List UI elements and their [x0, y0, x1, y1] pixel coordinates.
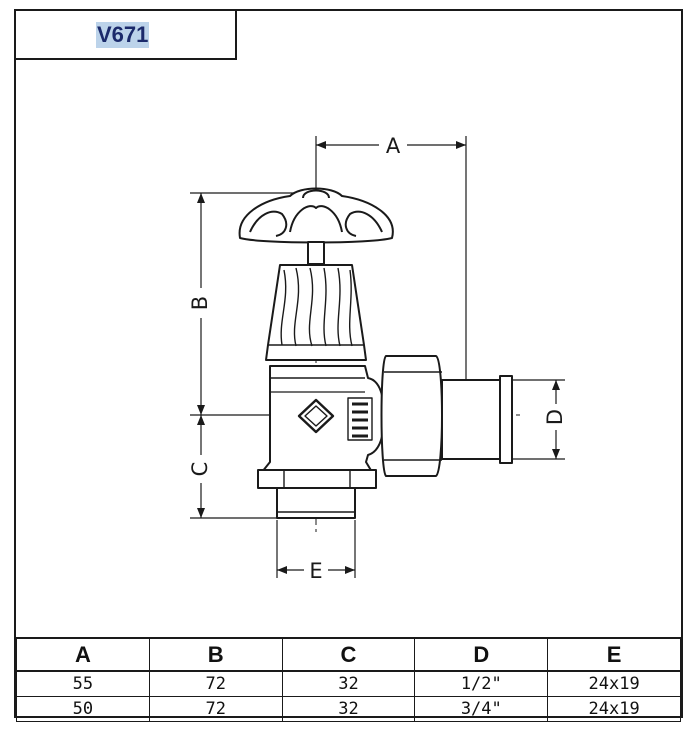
dimensions-table: A B C D E 55 72 32 1/2" 24x19 50 72 32 3… [16, 637, 681, 722]
dim-label-c: C [188, 462, 212, 477]
dim-label-d: D [543, 409, 567, 425]
table-header-row: A B C D E [16, 637, 681, 672]
dim-label-e: E [309, 559, 322, 583]
table-cell: 55 [16, 670, 150, 697]
table-header-cell: C [281, 637, 416, 672]
dim-label-a: A [386, 134, 401, 158]
table-header-cell: A [16, 637, 150, 672]
table-cell: 32 [281, 670, 416, 697]
table-cell: 3/4" [414, 696, 549, 722]
table-row: 55 72 32 1/2" 24x19 [16, 670, 681, 697]
table-cell: 72 [148, 696, 283, 722]
table-row: 50 72 32 3/4" 24x19 [16, 696, 681, 722]
table-cell: 24x19 [547, 670, 681, 697]
table-header-cell: D [414, 637, 549, 672]
table-cell: 50 [16, 696, 150, 722]
table-cell: 1/2" [414, 670, 549, 697]
table-cell: 32 [281, 696, 416, 722]
table-header-cell: B [148, 637, 283, 672]
title-box: V671 [14, 9, 237, 60]
table-header-cell: E [547, 637, 681, 672]
table-cell: 72 [148, 670, 283, 697]
dim-label-b: B [188, 296, 212, 310]
model-code: V671 [96, 22, 150, 48]
table-cell: 24x19 [547, 696, 681, 722]
